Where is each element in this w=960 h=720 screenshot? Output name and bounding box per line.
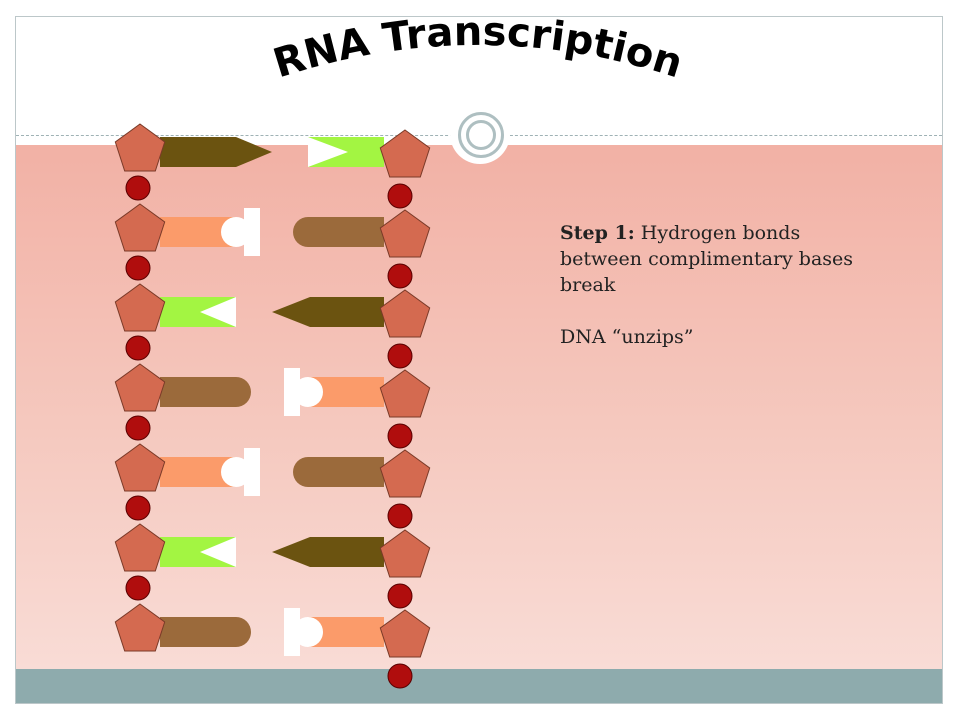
right-base-1-notch [308, 137, 348, 167]
left-base-2-bracket [244, 208, 260, 256]
right-phosphate-4 [387, 423, 413, 449]
right-base-7-cap [293, 617, 323, 647]
right-sugar-6 [379, 529, 431, 578]
left-base-3-notch [200, 297, 236, 327]
step-text: Hydrogen bonds between complimentary bas… [560, 222, 854, 296]
right-base-7-bracket [284, 608, 300, 656]
slide-footer-bar [16, 669, 942, 703]
right-sugar-2 [379, 209, 431, 258]
right-sugar-1 [379, 129, 431, 178]
left-phosphate-5 [125, 495, 151, 521]
ornament-ring-inner [466, 120, 496, 150]
right-sugar-7 [379, 609, 431, 658]
right-base-3 [272, 297, 384, 327]
left-phosphate-3 [125, 335, 151, 361]
left-phosphate-4 [125, 415, 151, 441]
step-paragraph: Step 1: Hydrogen bonds between complimen… [560, 220, 860, 298]
left-phosphate-6 [125, 575, 151, 601]
right-base-4-cap [293, 377, 323, 407]
left-phosphate-2 [125, 255, 151, 281]
left-base-1 [160, 137, 272, 167]
left-base-5-cap [221, 457, 251, 487]
right-phosphate-7 [387, 663, 413, 689]
left-sugar-2 [114, 203, 166, 252]
right-phosphate-1 [387, 183, 413, 209]
right-phosphate-6 [387, 583, 413, 609]
left-base-7-cap [221, 617, 251, 647]
left-sugar-5 [114, 443, 166, 492]
left-base-4-cap [221, 377, 251, 407]
right-sugar-5 [379, 449, 431, 498]
left-sugar-6 [114, 523, 166, 572]
left-sugar-3 [114, 283, 166, 332]
left-sugar-1 [114, 123, 166, 172]
right-base-4-bracket [284, 368, 300, 416]
right-base-5-cap [293, 457, 323, 487]
note-text: DNA “unzips” [560, 326, 694, 348]
left-base-5-bracket [244, 448, 260, 496]
circle-ornament [450, 104, 510, 164]
left-sugar-4 [114, 363, 166, 412]
left-sugar-7 [114, 603, 166, 652]
left-phosphate-1 [125, 175, 151, 201]
slide-title-wrap: RNA Transcription [268, 9, 688, 87]
right-sugar-3 [379, 289, 431, 338]
right-phosphate-3 [387, 343, 413, 369]
right-sugar-4 [379, 369, 431, 418]
step-label: Step 1: [560, 222, 635, 244]
left-base-6-notch [200, 537, 236, 567]
step-description: Step 1: Hydrogen bonds between complimen… [560, 220, 860, 350]
left-base-2-cap [221, 217, 251, 247]
ornament-ring [458, 112, 504, 158]
right-base-6 [272, 537, 384, 567]
right-base-2-cap [293, 217, 323, 247]
right-phosphate-2 [387, 263, 413, 289]
right-phosphate-5 [387, 503, 413, 529]
